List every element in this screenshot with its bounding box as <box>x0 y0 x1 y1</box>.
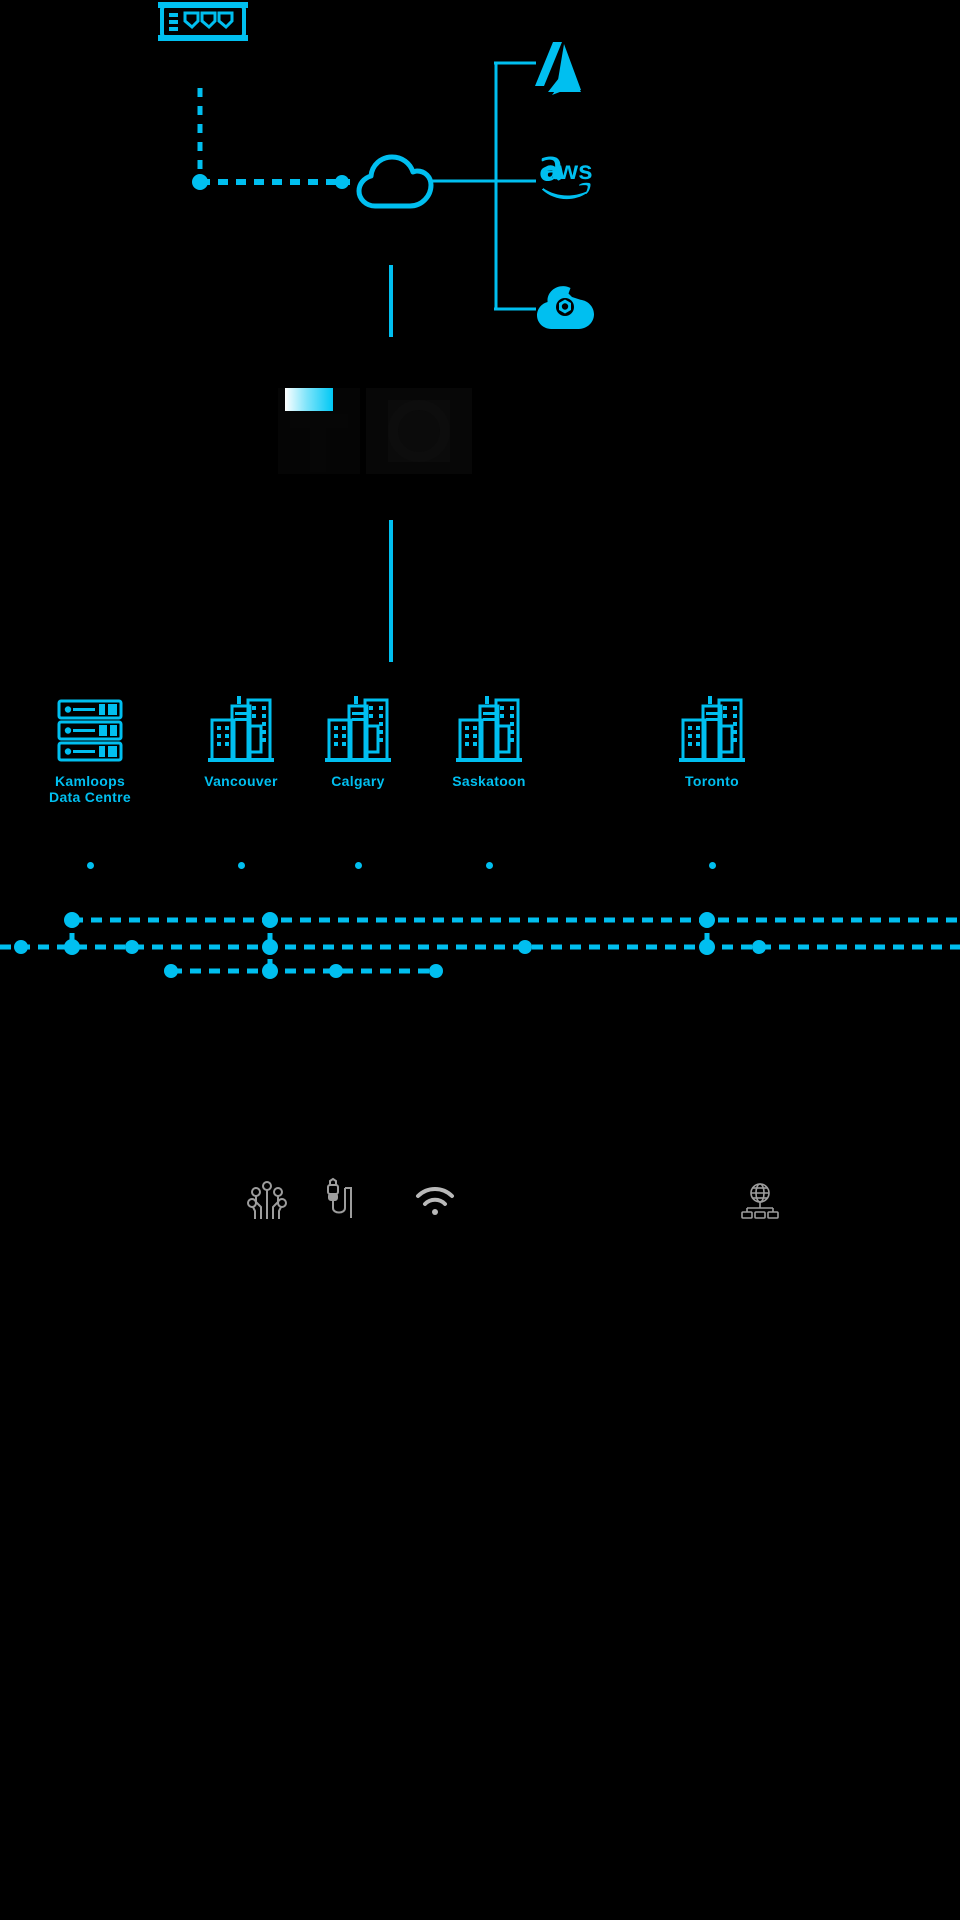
site-label: Calgary <box>331 773 385 789</box>
cloud-bus-connector <box>432 179 498 183</box>
trunk-upper <box>388 265 394 337</box>
azure-logo <box>534 40 598 102</box>
network-switch-icon <box>158 0 248 46</box>
buildings-icon <box>679 696 745 762</box>
aws-logo: aws <box>535 152 601 202</box>
site-dot-saskatoon <box>486 862 493 869</box>
site-calgary[interactable]: Calgary <box>278 694 438 790</box>
buildings-icon <box>208 696 274 762</box>
google-cloud-logo <box>537 283 595 331</box>
provider-bus-line <box>494 62 498 310</box>
link-node-left <box>192 174 208 190</box>
buildings-icon <box>325 696 391 762</box>
switch-downlink-dashed <box>196 88 204 184</box>
circuit-fibre-icon <box>247 1179 287 1221</box>
site-dot-kamloops <box>87 862 94 869</box>
provider-branch-azure <box>494 61 536 65</box>
site-label: Saskatoon <box>452 773 526 789</box>
dashed-network-mesh <box>0 900 960 1000</box>
site-vancouver[interactable]: Vancouver <box>161 694 321 790</box>
site-toronto[interactable]: Toronto <box>632 694 792 790</box>
cloud-icon <box>355 150 434 212</box>
site-label: Toronto <box>685 773 739 789</box>
site-dot-vancouver <box>238 862 245 869</box>
site-dot-calgary <box>355 862 362 869</box>
company-logo <box>270 380 480 480</box>
network-nodes-icon <box>740 1182 780 1220</box>
provider-branch-aws <box>494 179 536 183</box>
wifi-icon <box>415 1186 455 1216</box>
buildings-icon <box>456 696 522 762</box>
cloud-uplink-dashed <box>200 178 350 186</box>
site-kamloops-data-centre[interactable]: Kamloops Data Centre <box>10 694 170 805</box>
cable-plug-icon <box>320 1177 356 1222</box>
logo-gradient-bar <box>285 388 333 411</box>
provider-branch-gcp <box>494 307 536 311</box>
svg-text:aws: aws <box>543 155 592 185</box>
site-label: Vancouver <box>204 773 278 789</box>
site-saskatoon[interactable]: Saskatoon <box>409 694 569 790</box>
site-label: Kamloops Data Centre <box>49 773 131 805</box>
trunk-lower <box>388 520 394 662</box>
site-dot-toronto <box>709 862 716 869</box>
server-rack-icon <box>57 699 123 762</box>
link-node-right <box>335 175 349 189</box>
